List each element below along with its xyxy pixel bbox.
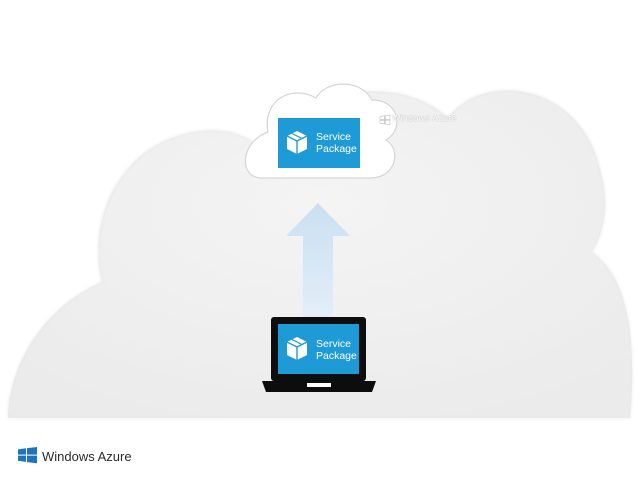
box-icon <box>286 337 308 360</box>
cloud-package-line1: Service <box>316 131 352 143</box>
box-icon <box>286 131 308 154</box>
footer-brand-text: Windows Azure <box>42 449 132 464</box>
cloud-package-label: Service Package <box>316 131 357 155</box>
cloud-package-line2: Package <box>316 143 357 155</box>
windows-logo-icon <box>18 447 37 464</box>
laptop-package-line2: Package <box>316 350 357 362</box>
cloud-package-tile <box>278 118 360 168</box>
cloud-brand-text: Windows Azure <box>392 113 457 123</box>
laptop-package-line1: Service <box>316 338 352 350</box>
upload-arrow <box>286 203 350 318</box>
windows-logo-icon <box>379 114 391 126</box>
laptop-package-label: Service Package <box>316 338 357 362</box>
laptop <box>262 317 376 392</box>
